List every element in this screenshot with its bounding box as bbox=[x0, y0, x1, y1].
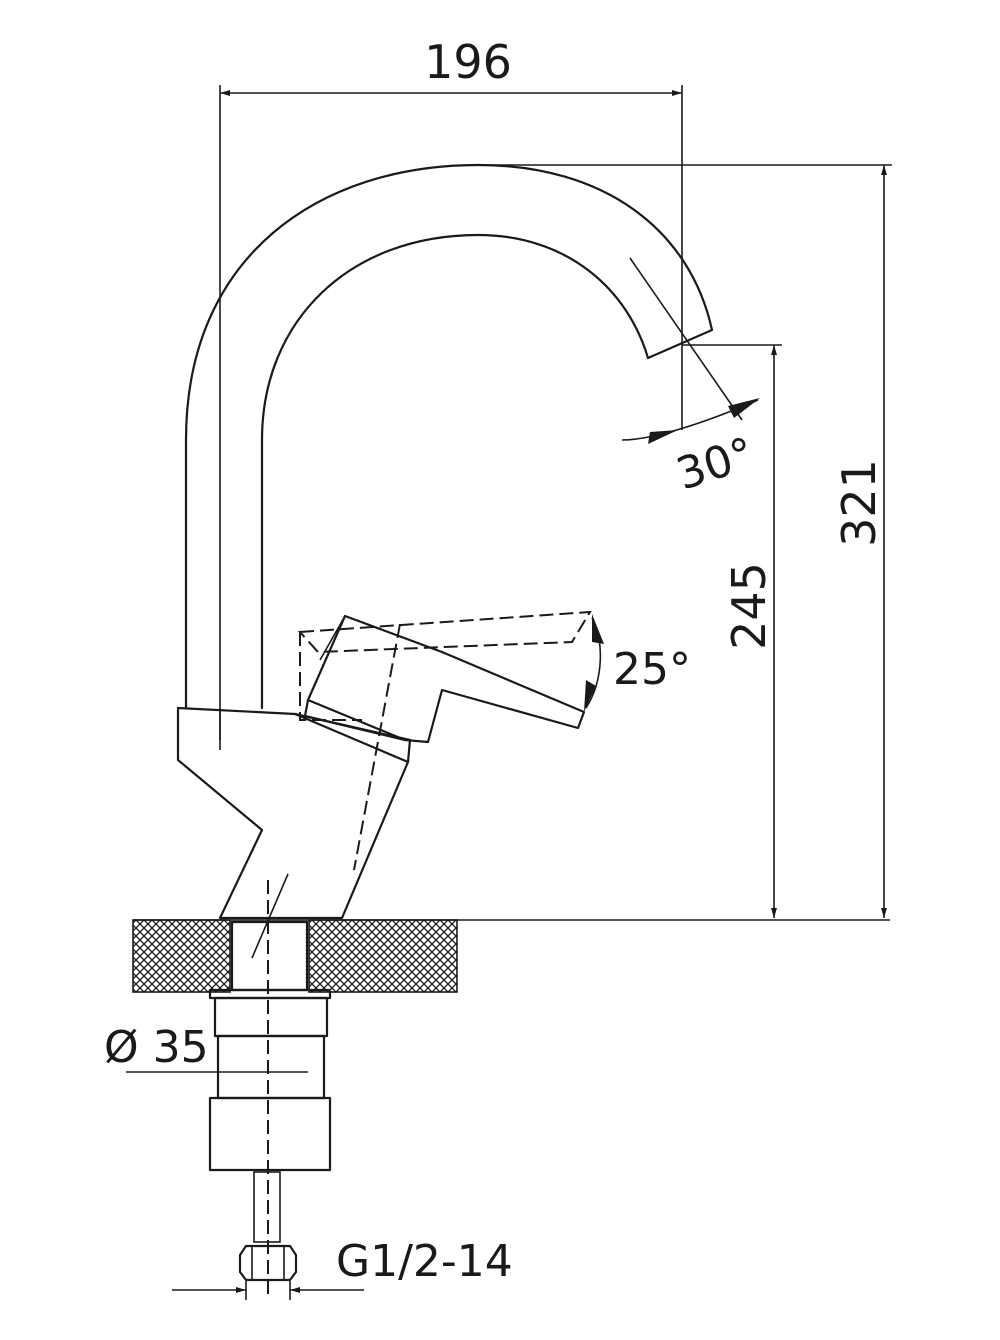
dimension-spout-height: 245 bbox=[682, 344, 782, 918]
dimension-diameter: Ø 35 bbox=[104, 1022, 308, 1073]
dimension-thread: G1/2-14 bbox=[172, 1236, 513, 1300]
dim-total-height-label: 321 bbox=[832, 459, 886, 547]
dim-spout-angle-label: 30° bbox=[671, 428, 761, 501]
dimension-spout-angle: 30° bbox=[621, 398, 761, 501]
dimension-lever-angle: 25° bbox=[584, 614, 691, 712]
lever-alt-position bbox=[297, 610, 592, 871]
mounting-shank bbox=[208, 873, 332, 1300]
faucet-base bbox=[176, 706, 412, 920]
countertop bbox=[132, 919, 890, 993]
faucet-spout bbox=[184, 163, 743, 710]
dim-spout-height-label: 245 bbox=[722, 562, 776, 650]
lever-handle bbox=[303, 614, 586, 744]
dim-lever-angle-label: 25° bbox=[613, 644, 691, 695]
dimension-total-height: 321 bbox=[480, 164, 892, 918]
dim-thread-label: G1/2-14 bbox=[336, 1236, 513, 1287]
dim-diameter-label: Ø 35 bbox=[104, 1022, 209, 1073]
dimension-width: 196 bbox=[219, 35, 683, 740]
supply-hose bbox=[238, 1171, 298, 1282]
dim-width-label: 196 bbox=[424, 35, 512, 89]
